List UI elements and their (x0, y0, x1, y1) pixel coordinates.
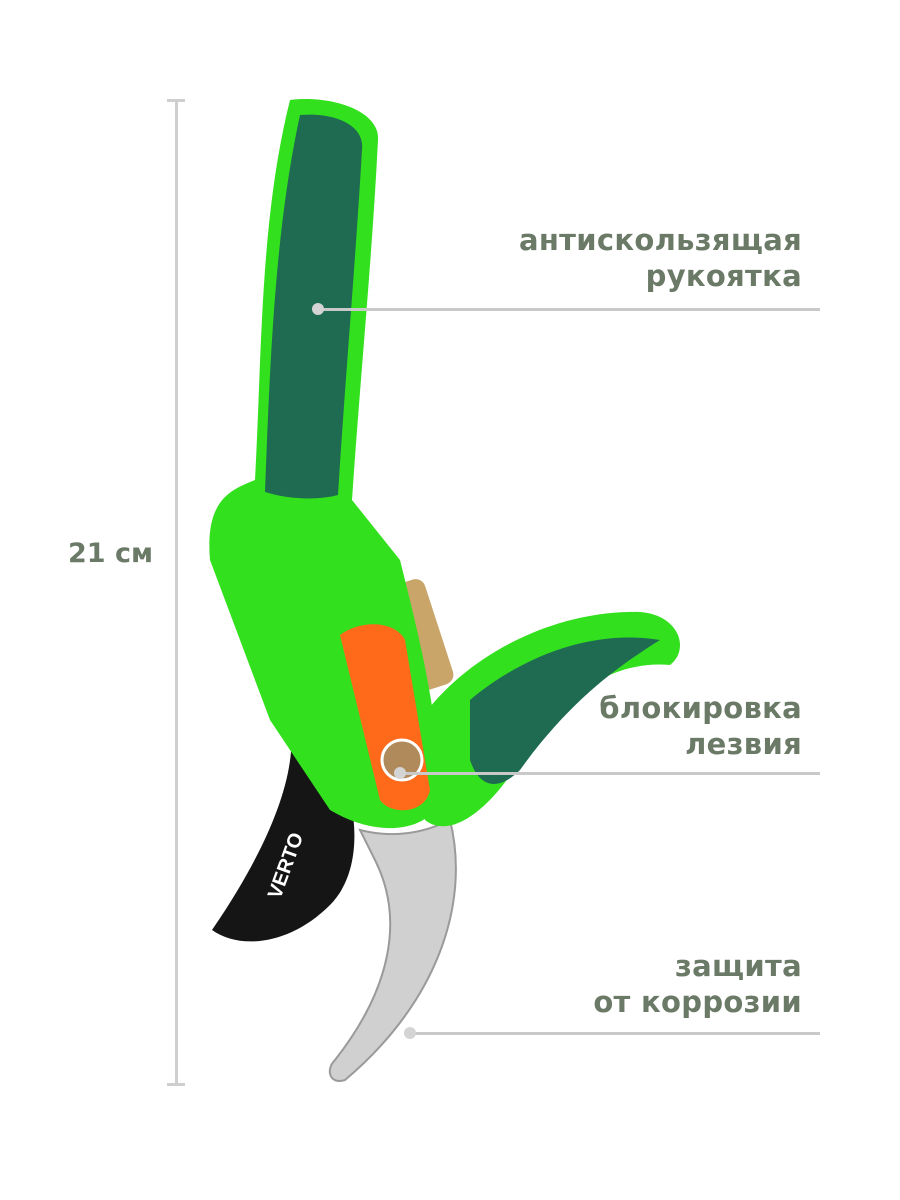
lower-handle-grip (470, 637, 660, 784)
dimension-cap-bottom (167, 1083, 185, 1086)
callout-corrosion-dot (404, 1027, 416, 1039)
callout-line: лезвия (685, 727, 802, 761)
callout-line: защита (675, 949, 802, 983)
callout-grip-leader (318, 308, 820, 311)
callout-line: от коррозии (593, 985, 802, 1019)
callout-corrosion-leader (410, 1032, 820, 1035)
callout-lock-dot (394, 767, 406, 779)
dimension-line (175, 100, 178, 1085)
dimension-cap-top (167, 99, 185, 102)
callout-grip-dot (312, 303, 324, 315)
callout-corrosion-label: защита от коррозии (593, 948, 802, 1020)
callout-grip-label: антискользящая рукоятка (519, 222, 802, 294)
callout-line: антискользящая (518, 223, 802, 257)
callout-line: блокировка (599, 691, 802, 725)
callout-lock-label: блокировка лезвия (599, 690, 802, 762)
dimension-label: 21 см (68, 538, 154, 569)
callout-line: рукоятка (645, 259, 802, 293)
pivot-bolt (380, 738, 424, 782)
callout-lock-leader (400, 772, 820, 775)
